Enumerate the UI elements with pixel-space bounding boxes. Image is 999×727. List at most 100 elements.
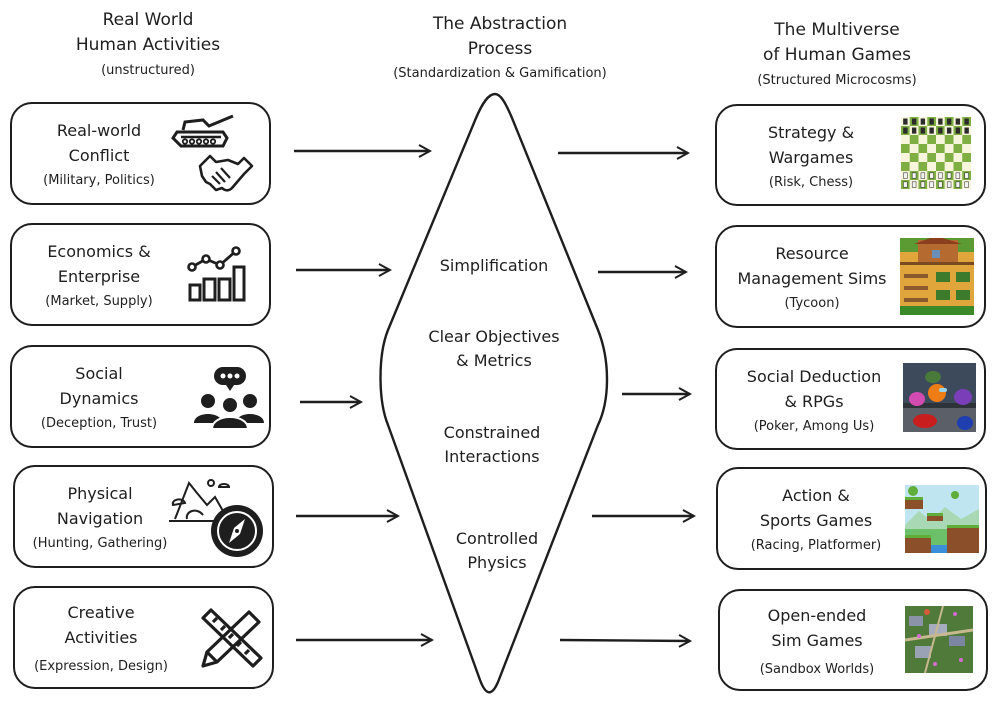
chess-piece <box>946 127 952 134</box>
right-header-line1: The Multiverse <box>774 20 900 40</box>
chess-square <box>962 135 971 144</box>
game-title: Social Deduction <box>746 367 882 386</box>
right-column-header: The Multiverse of Human Games (Structure… <box>722 18 952 92</box>
chess-piece <box>920 118 926 125</box>
game-title: Action & <box>782 486 850 505</box>
chess-square <box>909 135 919 144</box>
game-title: Management Sims <box>737 269 887 288</box>
game-box-sandbox: Open-ended Sim Games (Sandbox Worlds) <box>718 589 988 691</box>
process-step-line: Simplification <box>439 256 549 275</box>
chess-square <box>927 153 936 162</box>
chess-square <box>953 144 963 153</box>
chess-square <box>918 153 928 162</box>
chess-piece <box>920 127 926 134</box>
chess-square <box>918 135 928 144</box>
game-title: Resource <box>775 244 849 263</box>
process-step-line: Clear Objectives <box>428 327 560 346</box>
game-examples: (Sandbox Worlds) <box>759 662 875 677</box>
activity-examples: (Hunting, Gathering) <box>32 536 168 551</box>
chess-piece <box>955 127 961 134</box>
activity-title: Physical <box>67 484 133 503</box>
chess-square <box>909 153 919 162</box>
activity-text: Real-world Conflict (Military, Politics) <box>24 118 174 194</box>
chess-square <box>927 144 936 153</box>
arrow-out-5 <box>559 640 690 641</box>
chess-piece <box>903 118 908 125</box>
activity-title: Real-world <box>56 121 142 140</box>
game-box-resource: Resource Management Sims (Tycoon) <box>715 225 986 328</box>
chess-piece <box>929 118 934 125</box>
game-title: Sim Games <box>771 631 863 650</box>
left-header-line2: Human Activities <box>75 35 221 55</box>
activity-box-navigation: Physical Navigation (Hunting, Gathering) <box>13 465 274 568</box>
chess-piece <box>929 172 934 179</box>
activity-text: Physical Navigation (Hunting, Gathering) <box>21 481 179 557</box>
game-title: Open-ended <box>767 606 867 625</box>
process-step-simplification: Simplification <box>394 254 594 278</box>
chess-square <box>953 162 963 171</box>
process-step-physics: Controlled Physics <box>397 527 597 575</box>
chess-square <box>901 153 910 162</box>
chess-square <box>944 162 954 171</box>
game-title: Strategy & <box>767 123 855 142</box>
chess-square <box>909 162 919 171</box>
left-header-subtitle: (unstructured) <box>101 63 195 78</box>
abstraction-diamond <box>379 92 609 694</box>
chess-square <box>953 153 963 162</box>
game-box-strategy: Strategy & Wargames (Risk, Chess) <box>715 104 986 206</box>
chess-piece <box>903 181 908 188</box>
chess-piece <box>911 172 917 179</box>
chess-square <box>918 144 928 153</box>
among-us-image <box>903 363 976 432</box>
process-step-objectives: Clear Objectives & Metrics <box>394 325 594 373</box>
activity-title: Conflict <box>68 146 130 165</box>
activity-examples: (Market, Supply) <box>45 294 153 309</box>
chess-piece <box>911 118 917 125</box>
activity-text: Creative Activities (Expression, Design) <box>21 600 181 680</box>
chess-piece <box>929 127 934 134</box>
game-title: & RPGs <box>784 392 844 411</box>
platformer-image <box>905 485 979 553</box>
middle-header-line2: Process <box>467 39 533 59</box>
activity-box-economics: Economics & Enterprise (Market, Supply) <box>10 223 271 326</box>
left-column-header: Real World Human Activities (unstructure… <box>60 8 236 82</box>
activity-box-creative: Creative Activities (Expression, Design) <box>13 586 274 689</box>
compass-icon <box>211 505 263 557</box>
chess-piece <box>938 172 943 179</box>
chess-square <box>927 135 936 144</box>
chess-square <box>944 153 954 162</box>
chess-piece <box>920 172 926 179</box>
chess-square <box>936 153 945 162</box>
process-step-line: Controlled <box>455 529 539 548</box>
chess-square <box>962 162 971 171</box>
chart-growth-icon <box>187 246 246 302</box>
chess-square <box>901 162 910 171</box>
sandbox-city-image <box>905 606 973 673</box>
chess-square <box>901 135 910 144</box>
middle-column-header: The Abstraction Process (Standardization… <box>340 12 660 85</box>
chess-piece <box>964 181 969 188</box>
chess-square <box>936 144 945 153</box>
chess-square <box>944 135 954 144</box>
chess-piece <box>955 118 961 125</box>
activity-title: Navigation <box>56 509 144 528</box>
process-step-line: Interactions <box>444 447 540 466</box>
game-examples: (Tycoon) <box>784 296 840 311</box>
activity-examples: (Deception, Trust) <box>40 416 158 431</box>
game-title: Wargames <box>768 148 854 167</box>
activity-box-social: Social Dynamics (Deception, Trust) <box>10 345 271 448</box>
chess-piece <box>964 172 969 179</box>
chess-piece <box>938 118 943 125</box>
game-text: Social Deduction & RPGs (Poker, Among Us… <box>721 364 907 440</box>
chess-piece <box>946 118 952 125</box>
game-box-social-deduction: Social Deduction & RPGs (Poker, Among Us… <box>715 348 986 450</box>
game-text: Action & Sports Games (Racing, Platforme… <box>724 483 908 559</box>
chess-piece <box>946 172 952 179</box>
chess-piece <box>938 127 943 134</box>
process-step-line: & Metrics <box>456 351 532 370</box>
chess-piece <box>920 181 926 188</box>
tank-icon <box>171 114 234 148</box>
game-text: Open-ended Sim Games (Sandbox Worlds) <box>724 603 910 683</box>
chess-piece <box>964 127 969 134</box>
